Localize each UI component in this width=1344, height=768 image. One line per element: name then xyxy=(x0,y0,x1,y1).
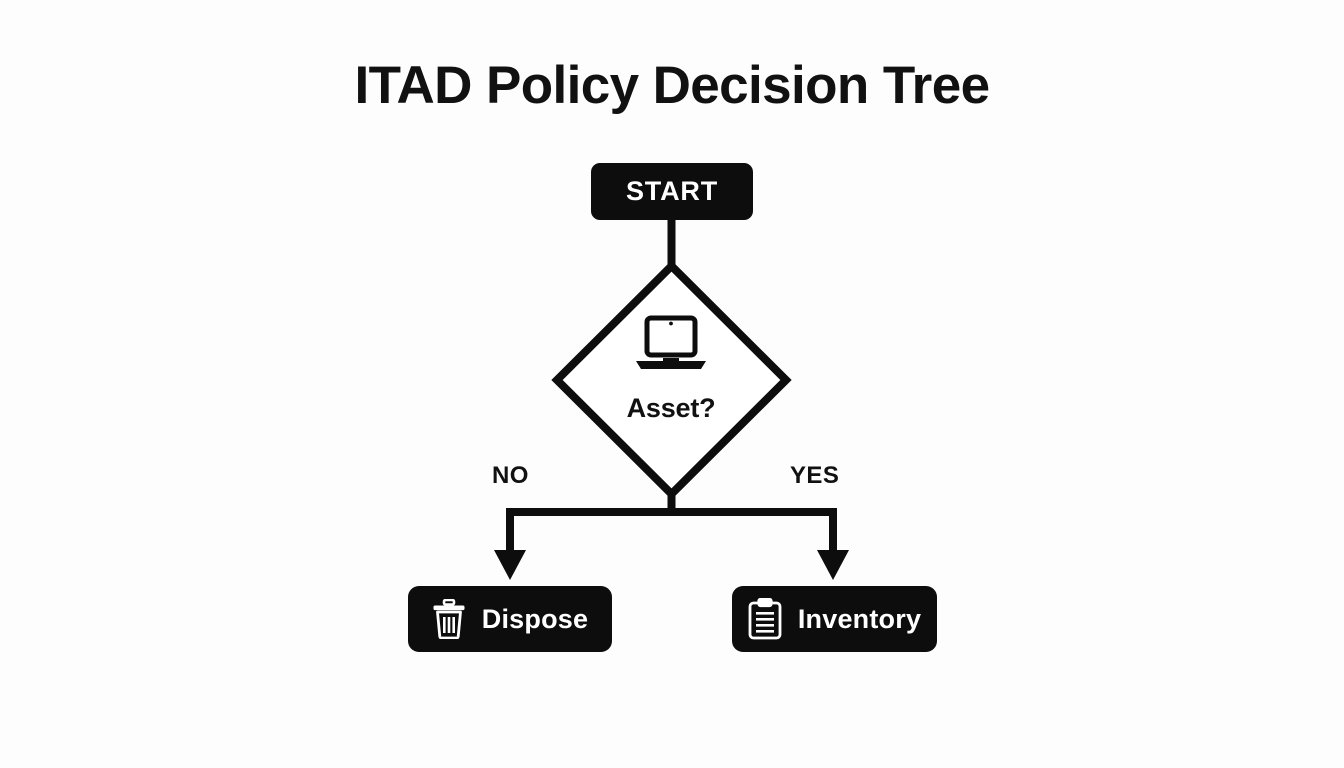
branch-label-yes: YES xyxy=(790,462,840,489)
laptop-icon xyxy=(634,314,708,376)
inventory-node-label: Inventory xyxy=(797,603,922,634)
start-node-label: START xyxy=(626,176,718,206)
decision-diamond xyxy=(551,260,792,500)
decision-node-label: Asset? xyxy=(626,393,716,423)
branch-label-no: NO xyxy=(492,462,529,489)
dispose-node-label: Dispose xyxy=(481,603,589,634)
trash-icon xyxy=(432,598,466,640)
inventory-node[interactable]: Inventory xyxy=(732,586,937,652)
clipboard-icon xyxy=(748,597,782,640)
start-node[interactable]: START xyxy=(591,163,753,220)
dispose-node[interactable]: Dispose xyxy=(408,586,612,652)
page-title: ITAD Policy Decision Tree xyxy=(354,56,991,115)
arrowhead-yes xyxy=(817,550,849,580)
arrowhead-no xyxy=(494,550,526,580)
